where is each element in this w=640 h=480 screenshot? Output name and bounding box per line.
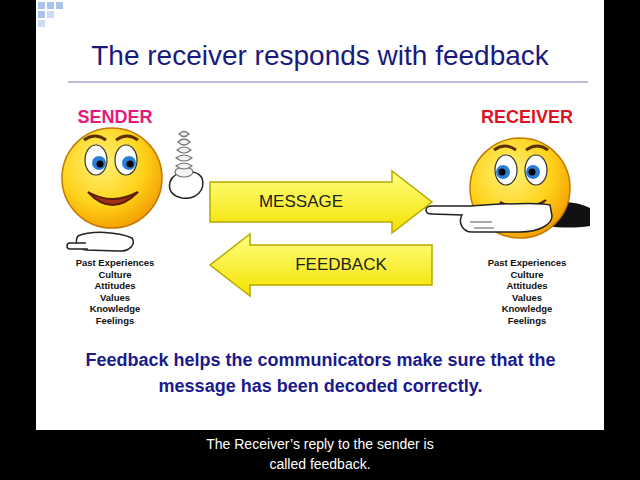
receiver-face (426, 138, 590, 238)
attribute-item: Values (462, 292, 592, 304)
subtitle-caption: The Receiver’s reply to the sender is ca… (205, 434, 435, 474)
attribute-item: Feelings (462, 315, 592, 327)
role-heading: SENDER (50, 107, 180, 128)
slide-background (36, 0, 604, 430)
attribute-list: Past ExperiencesCultureAttitudesValuesKn… (462, 257, 592, 326)
attribute-list: Past ExperiencesCultureAttitudesValuesKn… (50, 257, 180, 326)
attribute-item: Attitudes (50, 280, 180, 292)
attribute-item: Past Experiences (50, 257, 180, 269)
corner-squares (38, 2, 63, 27)
block-arrow (210, 171, 432, 233)
role-heading: RECEIVER (462, 107, 592, 128)
slide-title: The receiver responds with feedback (40, 40, 600, 72)
block-arrow (210, 234, 432, 296)
attribute-item: Values (50, 292, 180, 304)
sender-face (62, 128, 203, 251)
arrow-label: FEEDBACK (295, 255, 387, 275)
person-group: SENDER Past ExperiencesCultureAttitudesVa… (50, 105, 180, 330)
attribute-item: Feelings (50, 315, 180, 327)
attribute-item: Culture (462, 269, 592, 281)
person-group: RECEIVER Past ExperiencesCultureAttitudes… (462, 105, 592, 330)
attribute-item: Attitudes (462, 280, 592, 292)
attribute-item: Knowledge (462, 303, 592, 315)
attribute-item: Past Experiences (462, 257, 592, 269)
attribute-item: Knowledge (50, 303, 180, 315)
attribute-item: Culture (50, 269, 180, 281)
arrow-label: MESSAGE (259, 192, 343, 212)
title-rule (68, 81, 588, 83)
note-text: Feedback helps the communicators make su… (78, 347, 563, 399)
